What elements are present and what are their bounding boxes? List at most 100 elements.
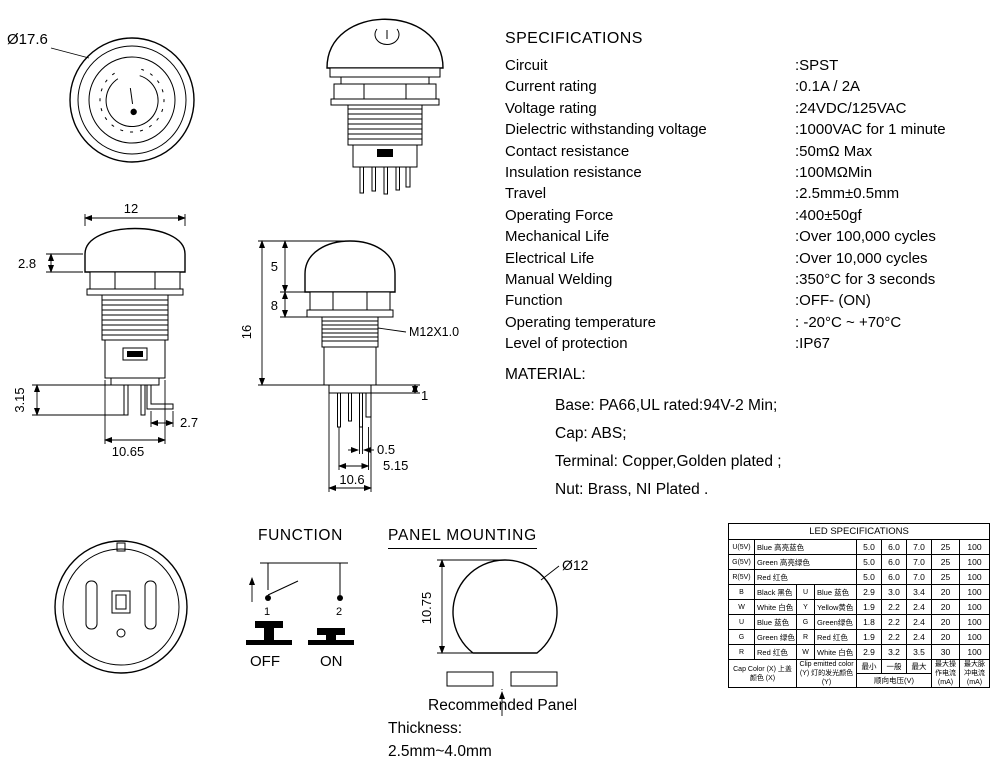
led-value: 1.9 xyxy=(856,629,882,645)
led-value: 7.0 xyxy=(906,554,932,570)
led-value: 100 xyxy=(959,644,990,660)
dim-body-height: 16 xyxy=(239,325,254,339)
dim-skirt-height: 2.8 xyxy=(18,256,36,271)
terminal-pins xyxy=(123,384,174,416)
led-table-title: LED SPECIFICATIONS xyxy=(728,523,990,540)
hex-nut xyxy=(89,271,181,290)
terminal-1-label: 1 xyxy=(264,606,270,618)
threaded-body xyxy=(101,294,169,341)
spec-value: :SPST xyxy=(795,57,839,74)
led-value: 100 xyxy=(959,554,990,570)
led-value: 3.2 xyxy=(881,644,907,660)
led-value: 5.0 xyxy=(856,539,882,555)
led-value: 20 xyxy=(931,629,960,645)
material-section: MATERIAL: Base: PA66,UL rated:94V-2 Min;… xyxy=(505,366,991,504)
front-view-drawing: Ø17.6 xyxy=(7,31,195,163)
led-value: 2.4 xyxy=(906,599,932,615)
spec-value: :Over 100,000 cycles xyxy=(795,228,936,246)
cap-name: Red 红色 xyxy=(754,644,797,660)
led-value: 1.9 xyxy=(856,599,882,615)
led-cap-code: U(5V) xyxy=(728,539,755,555)
cap-name: Green 绿色 xyxy=(754,629,797,645)
spec-label: Circuit xyxy=(505,57,548,74)
panel-mounting-title: PANEL MOUNTING xyxy=(388,527,537,549)
spec-row: Level of protection:IP67 xyxy=(505,333,997,354)
led-value: 20 xyxy=(931,614,960,630)
front-diameter-label: Ø17.6 xyxy=(7,31,48,48)
footer-cap-color: Cap Color (X) 上盖颜色 (X) xyxy=(728,659,797,688)
led-value: 25 xyxy=(931,554,960,570)
specifications-title: SPECIFICATIONS xyxy=(505,30,643,47)
on-label: ON xyxy=(320,653,343,670)
cap-name: Black 黑色 xyxy=(754,584,797,600)
led-value: 5.0 xyxy=(856,554,882,570)
led-value: 2.4 xyxy=(906,614,932,630)
hole-diameter-label: Ø12 xyxy=(562,557,589,573)
led-value: 3.5 xyxy=(906,644,932,660)
spec-label: Electrical Life xyxy=(505,249,595,267)
led-value: 25 xyxy=(931,539,960,555)
spec-row: Insulation resistance :100MΩMin xyxy=(505,162,997,183)
footer-typ: 一般 xyxy=(881,659,907,674)
material-line: Terminal: Copper,Golden plated ; xyxy=(555,453,782,470)
cap-code: G xyxy=(728,629,755,645)
thread-spec-label: M12X1.0 xyxy=(409,325,459,339)
led-value: 2.2 xyxy=(881,614,907,630)
spec-row: Voltage rating :24VDC/125VAC xyxy=(505,98,997,119)
hex-nut xyxy=(333,83,437,100)
panel-cross-section xyxy=(446,671,558,687)
spec-row: Electrical Life:Over 10,000 cycles xyxy=(505,248,997,269)
spec-value: :400±50gf xyxy=(795,206,862,224)
mounting-hole xyxy=(452,559,558,654)
spec-row: Operating Force:400±50gf xyxy=(505,205,997,226)
cap-code: B xyxy=(728,584,755,600)
led-value: 100 xyxy=(959,539,990,555)
led-code: R xyxy=(796,629,815,645)
led-window xyxy=(377,149,393,157)
led-value: 2.2 xyxy=(881,599,907,615)
spec-value: : -20°C ~ +70°C xyxy=(795,313,902,331)
led-value: 100 xyxy=(959,614,990,630)
hex-nut xyxy=(309,291,391,311)
spec-label: Contact resistance xyxy=(505,142,630,160)
spec-label: Manual Welding xyxy=(505,271,613,289)
led-value: 7.0 xyxy=(906,569,932,585)
led-value: 2.9 xyxy=(856,584,882,600)
leader-line xyxy=(50,47,90,59)
led-value: 100 xyxy=(959,584,990,600)
side-view-drawing xyxy=(326,18,444,195)
panel-note-line1: Recommended Panel xyxy=(428,697,578,714)
spec-label: Voltage rating xyxy=(505,99,597,117)
led-name: Green绿色 xyxy=(814,614,857,630)
led-value: 7.0 xyxy=(906,539,932,555)
spec-value: :350°C for 3 seconds xyxy=(795,271,936,289)
led-value: 20 xyxy=(931,599,960,615)
led-name: White 白色 xyxy=(814,644,857,660)
footer-led-color: Clip emitted color (Y) 灯的发光颜色 (Y) xyxy=(796,659,857,688)
dim-cap-width: 12 xyxy=(124,201,138,216)
spec-value: :100MΩMin xyxy=(795,164,873,182)
led-value: 25 xyxy=(931,569,960,585)
tpms-icon xyxy=(99,68,165,133)
spec-label: Insulation resistance xyxy=(505,164,642,182)
led-name: Red 红色 xyxy=(814,629,857,645)
spec-label: Function xyxy=(505,292,563,310)
dim-nut-section: 8 xyxy=(271,298,278,313)
led-code: U xyxy=(796,584,815,600)
cap-code: U xyxy=(728,614,755,630)
spec-row: Travel:2.5mm±0.5mm xyxy=(505,183,997,204)
on-state-icon xyxy=(308,628,354,645)
spec-value: :24VDC/125VAC xyxy=(795,99,907,117)
function-schematic: 1 2 OFF ON xyxy=(246,562,354,670)
dim-pin-width: 0.5 xyxy=(377,442,395,457)
spec-row: Manual Welding :350°C for 3 seconds xyxy=(505,269,997,290)
footer-pulse-current: 最大脉冲电流 (mA) xyxy=(959,659,990,688)
spec-value: :0.1A / 2A xyxy=(795,78,861,96)
led-value: 20 xyxy=(931,584,960,600)
dim-front-drawing: 5 8 16 M12X1.0 1 0.5 5.15 10.6 xyxy=(239,240,459,492)
